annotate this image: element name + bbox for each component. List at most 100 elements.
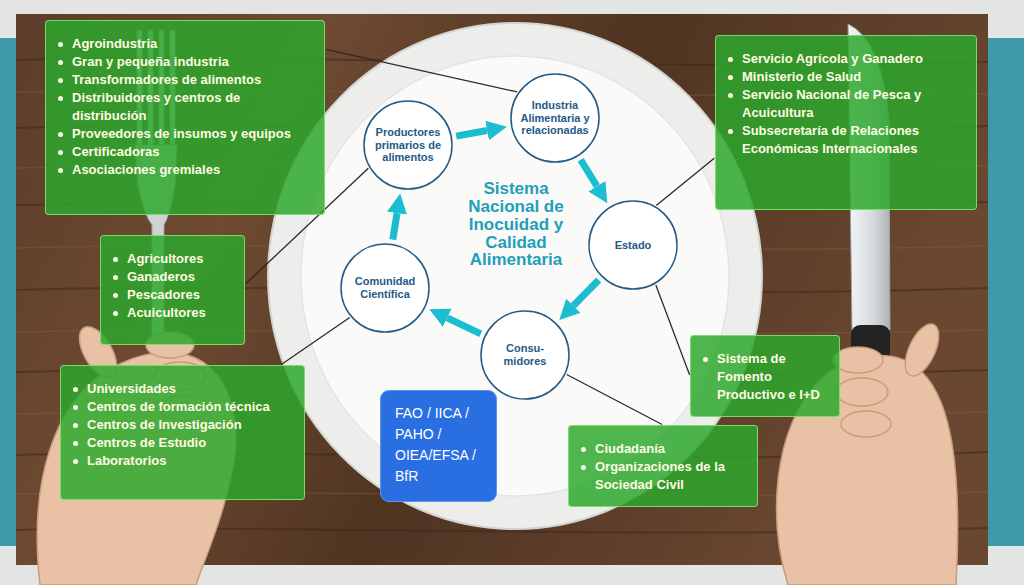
list-item: Ciudadanía <box>595 440 749 458</box>
stakeholder-box: UniversidadesCentros de formación técnic… <box>60 365 305 500</box>
list-item: Distribuidores y centros de distribución <box>72 89 316 125</box>
bullet-dot <box>73 441 78 446</box>
item-text: Centros de Investigación <box>87 417 242 432</box>
bullet-dot <box>58 150 63 155</box>
list-item: Organizaciones de la Sociedad Civil <box>595 458 749 494</box>
circle-label: Industria Alimentaria y relacionadas <box>518 99 592 137</box>
item-text: Transformadores de alimentos <box>72 72 261 87</box>
actor-circle: Consu- midores <box>480 310 570 400</box>
bullet-dot <box>113 311 118 316</box>
actor-circle: Productores primarios de alimentos <box>363 100 453 190</box>
item-text: Organizaciones de la Sociedad Civil <box>595 459 725 492</box>
circle-label: Comunidad Científica <box>348 275 422 300</box>
list-item: Transformadores de alimentos <box>72 71 316 89</box>
list-item: Laboratorios <box>87 452 296 470</box>
leader-line <box>326 49 517 92</box>
bullet-dot <box>728 129 733 134</box>
list-item: Sistema de Fomento Productivo e I+D <box>717 350 831 404</box>
actor-circle: Industria Alimentaria y relacionadas <box>510 73 600 163</box>
flow-arrow <box>581 160 597 186</box>
item-text: Ministerio de Salud <box>742 69 861 84</box>
item-text: Gran y pequeña industria <box>72 54 229 69</box>
organization-text: FAO / IICA / PAHO / OIEA/EFSA / BfR <box>395 403 486 487</box>
bullet-dot <box>58 96 63 101</box>
flow-arrow <box>447 318 481 334</box>
circle-shape <box>481 311 569 399</box>
flow-arrow <box>456 130 487 136</box>
list-item: Gran y pequeña industria <box>72 53 316 71</box>
bullet-dot <box>581 447 586 452</box>
list-item: Proveedores de insumos y equipos <box>72 125 316 143</box>
item-text: Pescadores <box>127 287 200 302</box>
item-text: Acuicultores <box>127 305 206 320</box>
list-item: Universidades <box>87 380 296 398</box>
item-text: Ganaderos <box>127 269 195 284</box>
circle-shape <box>589 201 677 289</box>
item-text: Laboratorios <box>87 453 166 468</box>
bullet-dot <box>58 132 63 137</box>
flow-arrow <box>573 280 598 306</box>
item-text: Agroindustria <box>72 36 157 51</box>
leader-line <box>567 374 662 424</box>
stakeholder-box: AgroindustriaGran y pequeña industriaTra… <box>45 20 325 215</box>
list-item: Ganaderos <box>127 268 236 286</box>
actor-circle: Estado <box>588 200 678 290</box>
bullet-dot <box>73 405 78 410</box>
bullet-dot <box>73 459 78 464</box>
bullet-dot <box>113 275 118 280</box>
item-text: Servicio Nacional de Pesca y Acuicultura <box>742 87 921 120</box>
leader-line <box>656 158 714 205</box>
bullet-dot <box>58 168 63 173</box>
list-item: Asociaciones gremiales <box>72 161 316 179</box>
circle-label: Consu- midores <box>488 342 562 367</box>
list-item: Agricultores <box>127 250 236 268</box>
plate <box>268 23 762 529</box>
list-item: Acuicultores <box>127 304 236 322</box>
list-item: Centros de formación técnica <box>87 398 296 416</box>
list-item: Servicio Nacional de Pesca y Acuicultura <box>742 86 968 122</box>
item-text: Asociaciones gremiales <box>72 162 220 177</box>
bullet-dot <box>113 293 118 298</box>
bullet-dot <box>703 357 708 362</box>
item-text: Servicio Agrícola y Ganadero <box>742 51 923 66</box>
bullet-dot <box>58 60 63 65</box>
leader-line <box>656 285 690 375</box>
list-item: Certificadoras <box>72 143 316 161</box>
circle-label: Productores primarios de alimentos <box>371 126 445 164</box>
item-text: Subsecretaría de Relaciones Económicas I… <box>742 123 919 156</box>
stakeholder-box: Servicio Agrícola y GanaderoMinisterio d… <box>715 35 977 210</box>
bullet-dot <box>113 257 118 262</box>
bullet-dot <box>73 423 78 428</box>
leader-line <box>281 317 349 364</box>
stakeholder-box: Sistema de Fomento Productivo e I+D <box>690 335 840 417</box>
bullet-dot <box>728 93 733 98</box>
item-text: Proveedores de insumos y equipos <box>72 126 291 141</box>
item-text: Universidades <box>87 381 176 396</box>
flow-arrow <box>393 213 397 239</box>
circle-shape <box>364 101 452 189</box>
item-text: Centros de Estudio <box>87 435 206 450</box>
organization-box: FAO / IICA / PAHO / OIEA/EFSA / BfR <box>380 390 497 502</box>
bullet-dot <box>728 75 733 80</box>
item-text: Distribuidores y centros de distribución <box>72 90 240 123</box>
bullet-dot <box>728 57 733 62</box>
actor-circle: Comunidad Científica <box>340 243 430 333</box>
stakeholder-box: CiudadaníaOrganizaciones de la Sociedad … <box>568 425 758 507</box>
item-text: Certificadoras <box>72 144 159 159</box>
list-item: Ministerio de Salud <box>742 68 968 86</box>
circle-label: Estado <box>596 239 670 252</box>
list-item: Centros de Estudio <box>87 434 296 452</box>
diagram-title: Sistema Nacional de Inocuidad y Calidad … <box>448 180 584 269</box>
item-text: Ciudadanía <box>595 441 665 456</box>
item-text: Agricultores <box>127 251 204 266</box>
list-item: Agroindustria <box>72 35 316 53</box>
item-text: Centros de formación técnica <box>87 399 270 414</box>
list-item: Pescadores <box>127 286 236 304</box>
item-text: Sistema de Fomento Productivo e I+D <box>717 351 820 402</box>
bullet-dot <box>581 465 586 470</box>
bullet-dot <box>73 387 78 392</box>
bullet-dot <box>58 42 63 47</box>
circle-shape <box>341 244 429 332</box>
list-item: Subsecretaría de Relaciones Económicas I… <box>742 122 968 158</box>
